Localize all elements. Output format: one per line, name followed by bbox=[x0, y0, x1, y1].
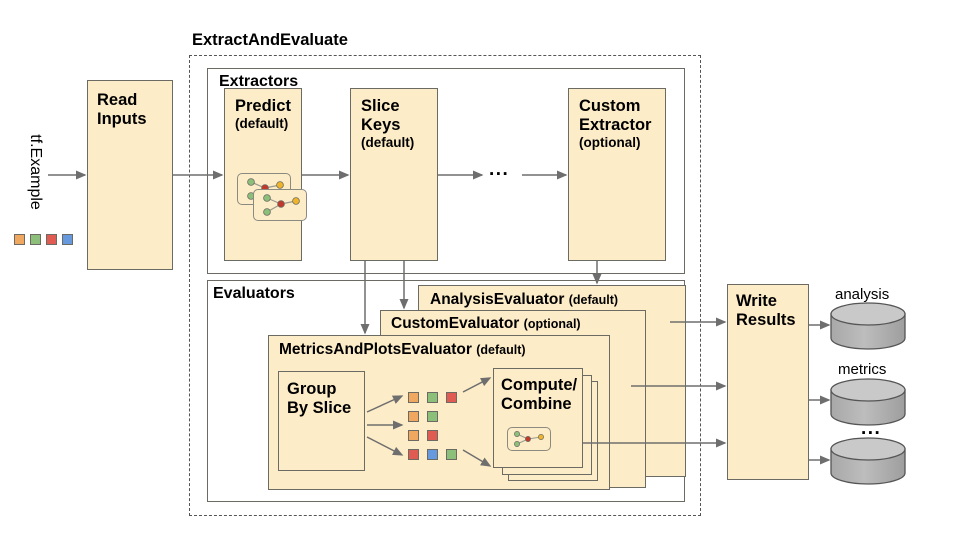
group-by-slice-line2: By Slice bbox=[287, 399, 352, 418]
extractor-predict-label: Predict (default) bbox=[235, 97, 291, 132]
arrow-group-to-grid-1 bbox=[366, 395, 404, 413]
evaluator-analysis-name: AnalysisEvaluator bbox=[430, 291, 565, 308]
group-by-slice-line1: Group bbox=[287, 380, 337, 398]
extractor-slice-keys-qualifier: (default) bbox=[361, 135, 415, 151]
extractors-label-text: Extractors bbox=[219, 73, 299, 90]
extractor-custom[interactable]: Custom Extractor (optional) bbox=[568, 88, 666, 261]
write-results-label: Write Results bbox=[736, 292, 796, 330]
extractor-slice-keys-line2: Keys bbox=[361, 116, 401, 135]
group-by-slice-label: Group By Slice bbox=[287, 380, 351, 418]
compute-combine-line1: Compute/ bbox=[501, 376, 578, 394]
slice-swatch-r0c0 bbox=[408, 392, 419, 403]
input-swatch-0 bbox=[14, 234, 25, 245]
extractor-custom-line2: Extractor bbox=[579, 116, 652, 135]
slice-swatch-r2c0 bbox=[408, 430, 419, 441]
evaluators-group-label: Evaluators bbox=[213, 285, 295, 303]
evaluator-metrics-name: MetricsAndPlotsEvaluator bbox=[279, 341, 472, 358]
evaluator-custom-name: CustomEvaluator bbox=[391, 315, 520, 332]
slice-swatch-r2c1 bbox=[427, 430, 438, 441]
extractors-ellipsis-text: ... bbox=[489, 159, 510, 180]
arrow-grid-to-compute-2 bbox=[462, 449, 492, 467]
compute-combine-box[interactable]: Compute/ Combine bbox=[493, 368, 583, 468]
extract-and-evaluate-title: ExtractAndEvaluate bbox=[192, 31, 348, 50]
slice-swatch-r1c0 bbox=[408, 411, 419, 422]
extract-and-evaluate-container bbox=[189, 55, 701, 516]
write-results-box[interactable]: Write Results bbox=[727, 284, 809, 480]
extractor-custom-line1: Custom bbox=[579, 97, 641, 115]
evaluators-label-text: Evaluators bbox=[213, 285, 295, 302]
arrow-grid-to-compute-1 bbox=[462, 377, 492, 393]
input-swatch-3 bbox=[62, 234, 73, 245]
evaluator-metrics-title: MetricsAndPlotsEvaluator (default) bbox=[279, 341, 526, 359]
slice-swatch-r3c2 bbox=[446, 449, 457, 460]
evaluator-custom-qualifier: (optional) bbox=[523, 317, 581, 331]
extractors-group-label: Extractors bbox=[219, 73, 298, 91]
write-results-line2: Results bbox=[736, 311, 796, 330]
read-inputs-line2: Inputs bbox=[97, 110, 147, 129]
evaluator-analysis-title: AnalysisEvaluator (default) bbox=[430, 291, 618, 309]
compute-combine-label: Compute/ Combine bbox=[501, 376, 577, 414]
extractor-predict[interactable]: Predict (default) bbox=[224, 88, 307, 261]
extractor-predict-qualifier: (default) bbox=[235, 116, 289, 132]
read-inputs-label: Read Inputs bbox=[97, 91, 147, 129]
datastore-other[interactable] bbox=[830, 437, 906, 485]
input-swatch-1 bbox=[30, 234, 41, 245]
evaluator-analysis-qualifier: (default) bbox=[568, 293, 619, 307]
slice-swatch-r1c1 bbox=[427, 411, 438, 422]
input-swatch-2 bbox=[46, 234, 57, 245]
datastore-analysis[interactable] bbox=[830, 302, 906, 350]
evaluator-metrics-qualifier: (default) bbox=[476, 343, 526, 357]
extractor-slice-keys-line1: Slice bbox=[361, 97, 400, 115]
slice-swatch-r0c2 bbox=[446, 392, 457, 403]
output-label-metrics: metrics bbox=[838, 361, 886, 378]
datastore-metrics[interactable] bbox=[830, 378, 906, 426]
slice-swatch-r3c0 bbox=[408, 449, 419, 460]
arrow-group-to-grid-3 bbox=[366, 436, 404, 456]
slice-swatch-r3c1 bbox=[427, 449, 438, 460]
extractors-ellipsis: ... bbox=[489, 159, 509, 181]
read-inputs-line1: Read bbox=[97, 91, 138, 109]
predict-graph-icon-front bbox=[253, 189, 307, 221]
output-metrics-text: metrics bbox=[838, 361, 887, 378]
extract-and-evaluate-label: ExtractAndEvaluate bbox=[192, 31, 348, 49]
extractor-custom-qualifier: (optional) bbox=[579, 135, 641, 151]
extractor-custom-label: Custom Extractor (optional) bbox=[579, 97, 651, 151]
extractor-predict-line1: Predict bbox=[235, 97, 291, 115]
slice-swatch-r0c1 bbox=[427, 392, 438, 403]
extractor-slice-keys-label: Slice Keys (default) bbox=[361, 97, 414, 151]
read-inputs-box[interactable]: Read Inputs bbox=[87, 80, 173, 270]
output-label-analysis: analysis bbox=[835, 286, 889, 303]
output-analysis-text: analysis bbox=[835, 286, 890, 303]
extractor-slice-keys[interactable]: Slice Keys (default) bbox=[350, 88, 438, 261]
group-by-slice-box[interactable]: Group By Slice bbox=[278, 371, 365, 471]
compute-combine-line2: Combine bbox=[501, 395, 572, 414]
compute-combine-graph-icon bbox=[507, 427, 551, 451]
write-results-line1: Write bbox=[736, 292, 777, 310]
evaluator-custom-title: CustomEvaluator (optional) bbox=[391, 315, 581, 333]
